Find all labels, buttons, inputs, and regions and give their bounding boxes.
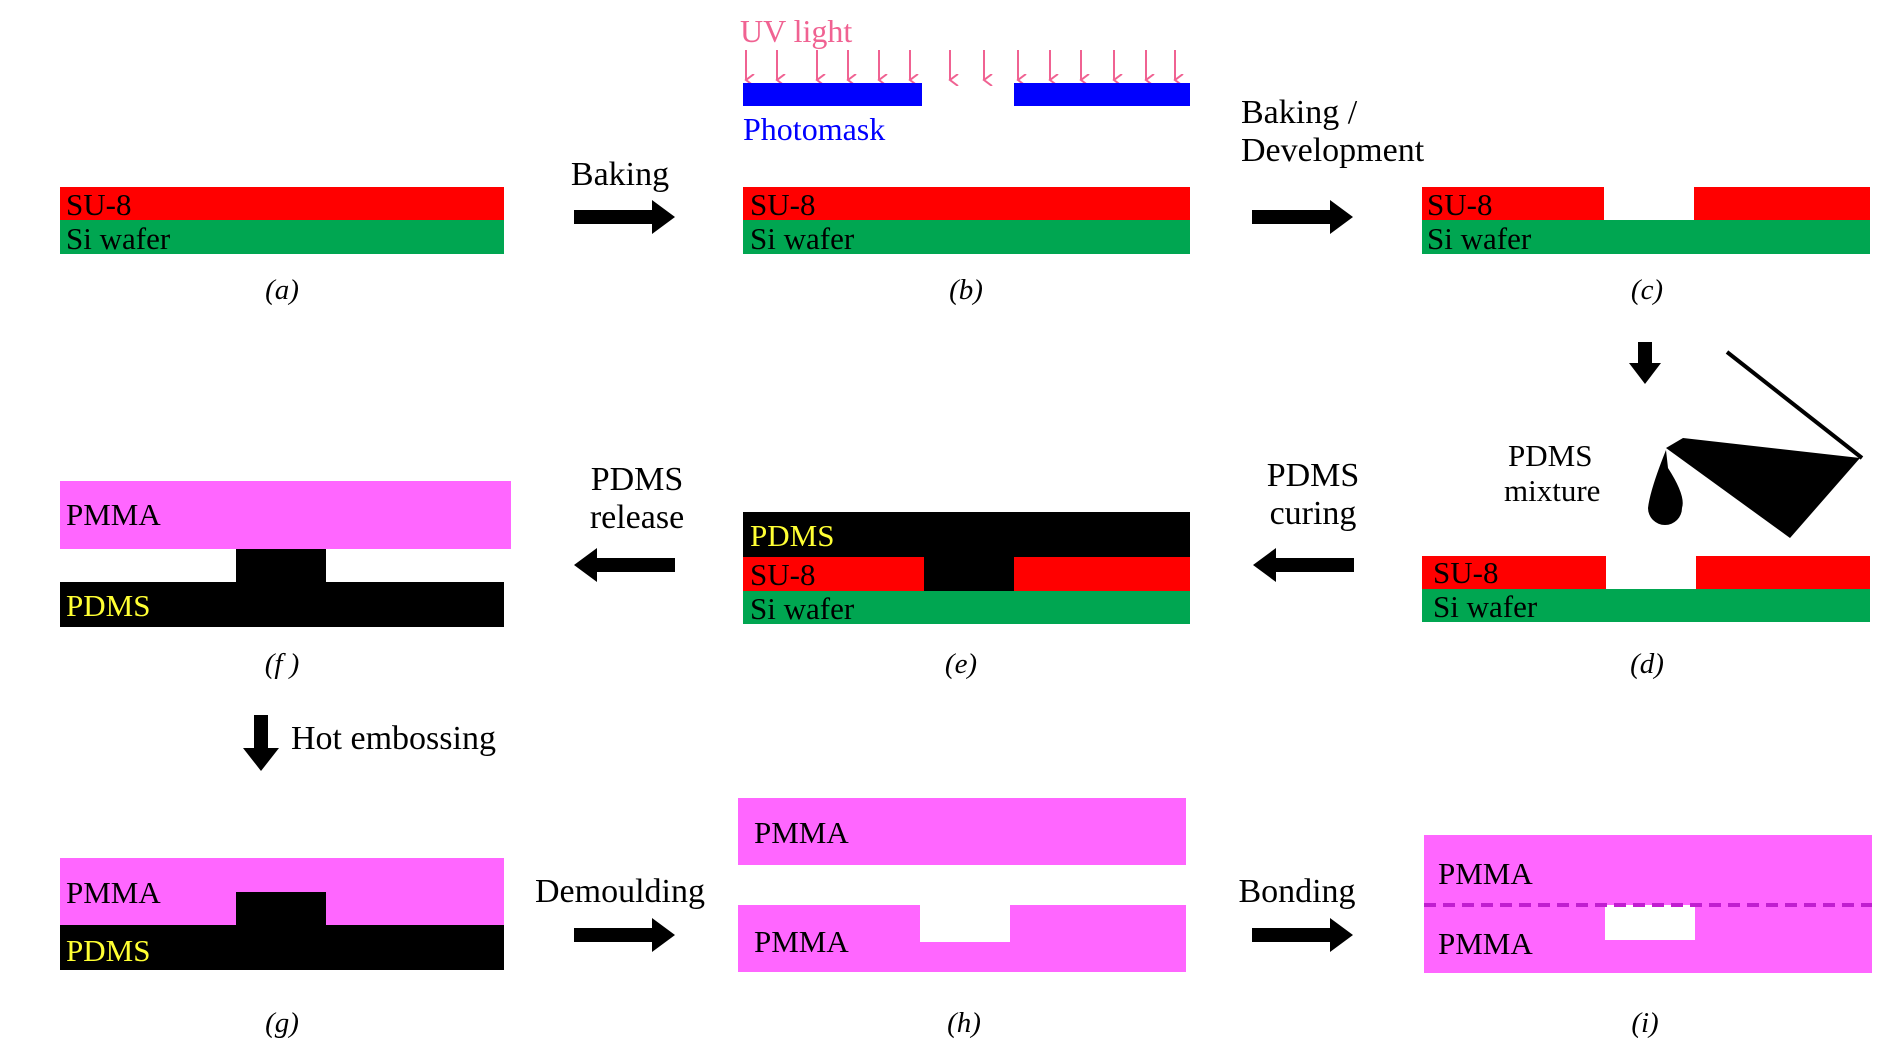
- stirring-rod-icon: [1725, 350, 1864, 460]
- down-arrow-icon: [243, 715, 279, 771]
- pmma-bottom-plate-with-channel: [738, 905, 1186, 972]
- caption-d: (d): [1630, 648, 1664, 680]
- si-wafer-label: Si wafer: [1433, 589, 1538, 624]
- su8-left: [1422, 187, 1604, 220]
- pmma-label: PMMA: [66, 875, 161, 910]
- caption-b: (b): [949, 274, 983, 306]
- right-arrow-icon: [1252, 918, 1353, 952]
- pmma-label: PMMA: [1438, 926, 1533, 961]
- pmma-label: PMMA: [754, 924, 849, 959]
- su8-label: SU-8: [750, 557, 815, 592]
- pmma-label: PMMA: [1438, 856, 1533, 891]
- su8-right: [1696, 556, 1870, 589]
- step-baking: Baking: [571, 156, 675, 234]
- caption-f: (f ): [265, 648, 300, 680]
- pouring-beaker-icon: [1666, 438, 1860, 538]
- step-label-pdms-curing-1: PDMS: [1267, 457, 1360, 494]
- si-wafer-layer: [1422, 589, 1870, 622]
- pdms-protrusion: [236, 892, 326, 925]
- su8-label: SU-8: [750, 187, 815, 222]
- panel-a: SU-8 Si wafer (a): [60, 187, 504, 306]
- step-label-hot-embossing: Hot embossing: [291, 720, 496, 757]
- step-baking-development: Baking / Development: [1241, 94, 1425, 234]
- si-wafer-layer: [1422, 220, 1870, 254]
- si-wafer-label: Si wafer: [750, 591, 855, 626]
- caption-e: (e): [945, 648, 977, 680]
- step-label-baking: Baking: [571, 156, 669, 193]
- pmma-label: PMMA: [66, 497, 161, 532]
- pmma-top-plate: [738, 798, 1186, 865]
- su8-left: [743, 557, 924, 591]
- pdms-label: PDMS: [750, 518, 834, 553]
- pdms-layer: [60, 582, 504, 627]
- si-wafer-label: Si wafer: [1427, 221, 1532, 256]
- si-wafer-layer: [743, 591, 1190, 624]
- su8-left: [1422, 556, 1606, 589]
- uv-arrows: [746, 50, 1175, 80]
- su8-label: SU-8: [1433, 555, 1498, 590]
- step-label-baking-dev-2: Development: [1241, 132, 1425, 169]
- step-label-pdms-release-1: PDMS: [591, 461, 684, 498]
- bonded-pmma-chip: [1424, 835, 1872, 973]
- su8-label: SU-8: [66, 187, 131, 222]
- pdms-protrusion: [236, 549, 326, 582]
- pmma-layer: [60, 481, 511, 549]
- su8-right: [1014, 557, 1190, 591]
- caption-i: (i): [1631, 1007, 1658, 1039]
- su8-label: SU-8: [1427, 187, 1492, 222]
- pdms-fill: [924, 557, 1014, 591]
- panel-d: PDMS mixture SU-8 Si wafer (d): [1422, 350, 1870, 680]
- panel-h: PMMA PMMA (h): [738, 798, 1186, 1039]
- step-label-baking-dev-1: Baking /: [1241, 94, 1358, 131]
- pdms-label: PDMS: [66, 588, 150, 623]
- step-hot-embossing: Hot embossing: [243, 715, 496, 771]
- pmma-label: PMMA: [754, 815, 849, 850]
- si-wafer-layer: [743, 220, 1190, 254]
- pdms-mixture-label-1: PDMS: [1508, 438, 1592, 473]
- uv-light-label: UV light: [740, 13, 852, 49]
- panel-f: PMMA PDMS (f ): [60, 481, 511, 680]
- step-pdms-curing: PDMS curing: [1253, 457, 1359, 582]
- step-label-pdms-release-2: release: [590, 499, 684, 536]
- right-arrow-icon: [574, 918, 675, 952]
- su8-layer: [743, 187, 1190, 220]
- si-wafer-label: Si wafer: [66, 221, 171, 256]
- pdms-label: PDMS: [66, 933, 150, 968]
- caption-g: (g): [265, 1007, 299, 1039]
- left-arrow-icon: [1253, 548, 1354, 582]
- su8-layer: [60, 187, 504, 220]
- panel-c: SU-8 Si wafer (c): [1422, 187, 1870, 306]
- panel-g: PMMA PDMS (g): [60, 858, 504, 1039]
- right-arrow-icon: [574, 200, 675, 234]
- pdms-mixture-label-2: mixture: [1504, 473, 1600, 508]
- step-pdms-release: PDMS release: [574, 461, 684, 582]
- pdms-layer: [60, 925, 504, 970]
- step-label-demoulding: Demoulding: [535, 873, 705, 910]
- step-label-bonding: Bonding: [1238, 873, 1355, 910]
- si-wafer-layer: [60, 220, 504, 254]
- enclosed-channel: [1605, 905, 1695, 940]
- right-arrow-icon: [1252, 200, 1353, 234]
- si-wafer-label: Si wafer: [750, 221, 855, 256]
- left-arrow-icon: [574, 548, 675, 582]
- step-label-pdms-curing-2: curing: [1270, 495, 1357, 532]
- panel-b: UV light Photomask SU-8 Si wafer (b): [740, 13, 1190, 306]
- photomask-left: [743, 83, 922, 106]
- caption-c: (c): [1631, 274, 1663, 306]
- panel-i: PMMA PMMA (i): [1424, 835, 1872, 1039]
- step-bonding: Bonding: [1238, 873, 1356, 952]
- step-demoulding: Demoulding: [535, 873, 705, 952]
- su8-right: [1694, 187, 1870, 220]
- panel-e: PDMS SU-8 Si wafer (e): [743, 512, 1190, 680]
- photomask-label: Photomask: [743, 111, 885, 147]
- photomask-right: [1014, 83, 1190, 106]
- caption-h: (h): [947, 1007, 981, 1039]
- caption-a: (a): [265, 274, 299, 306]
- pdms-layer: [743, 512, 1190, 557]
- pdms-droplet-icon: [1648, 450, 1683, 525]
- down-arrow-icon: [1629, 342, 1661, 384]
